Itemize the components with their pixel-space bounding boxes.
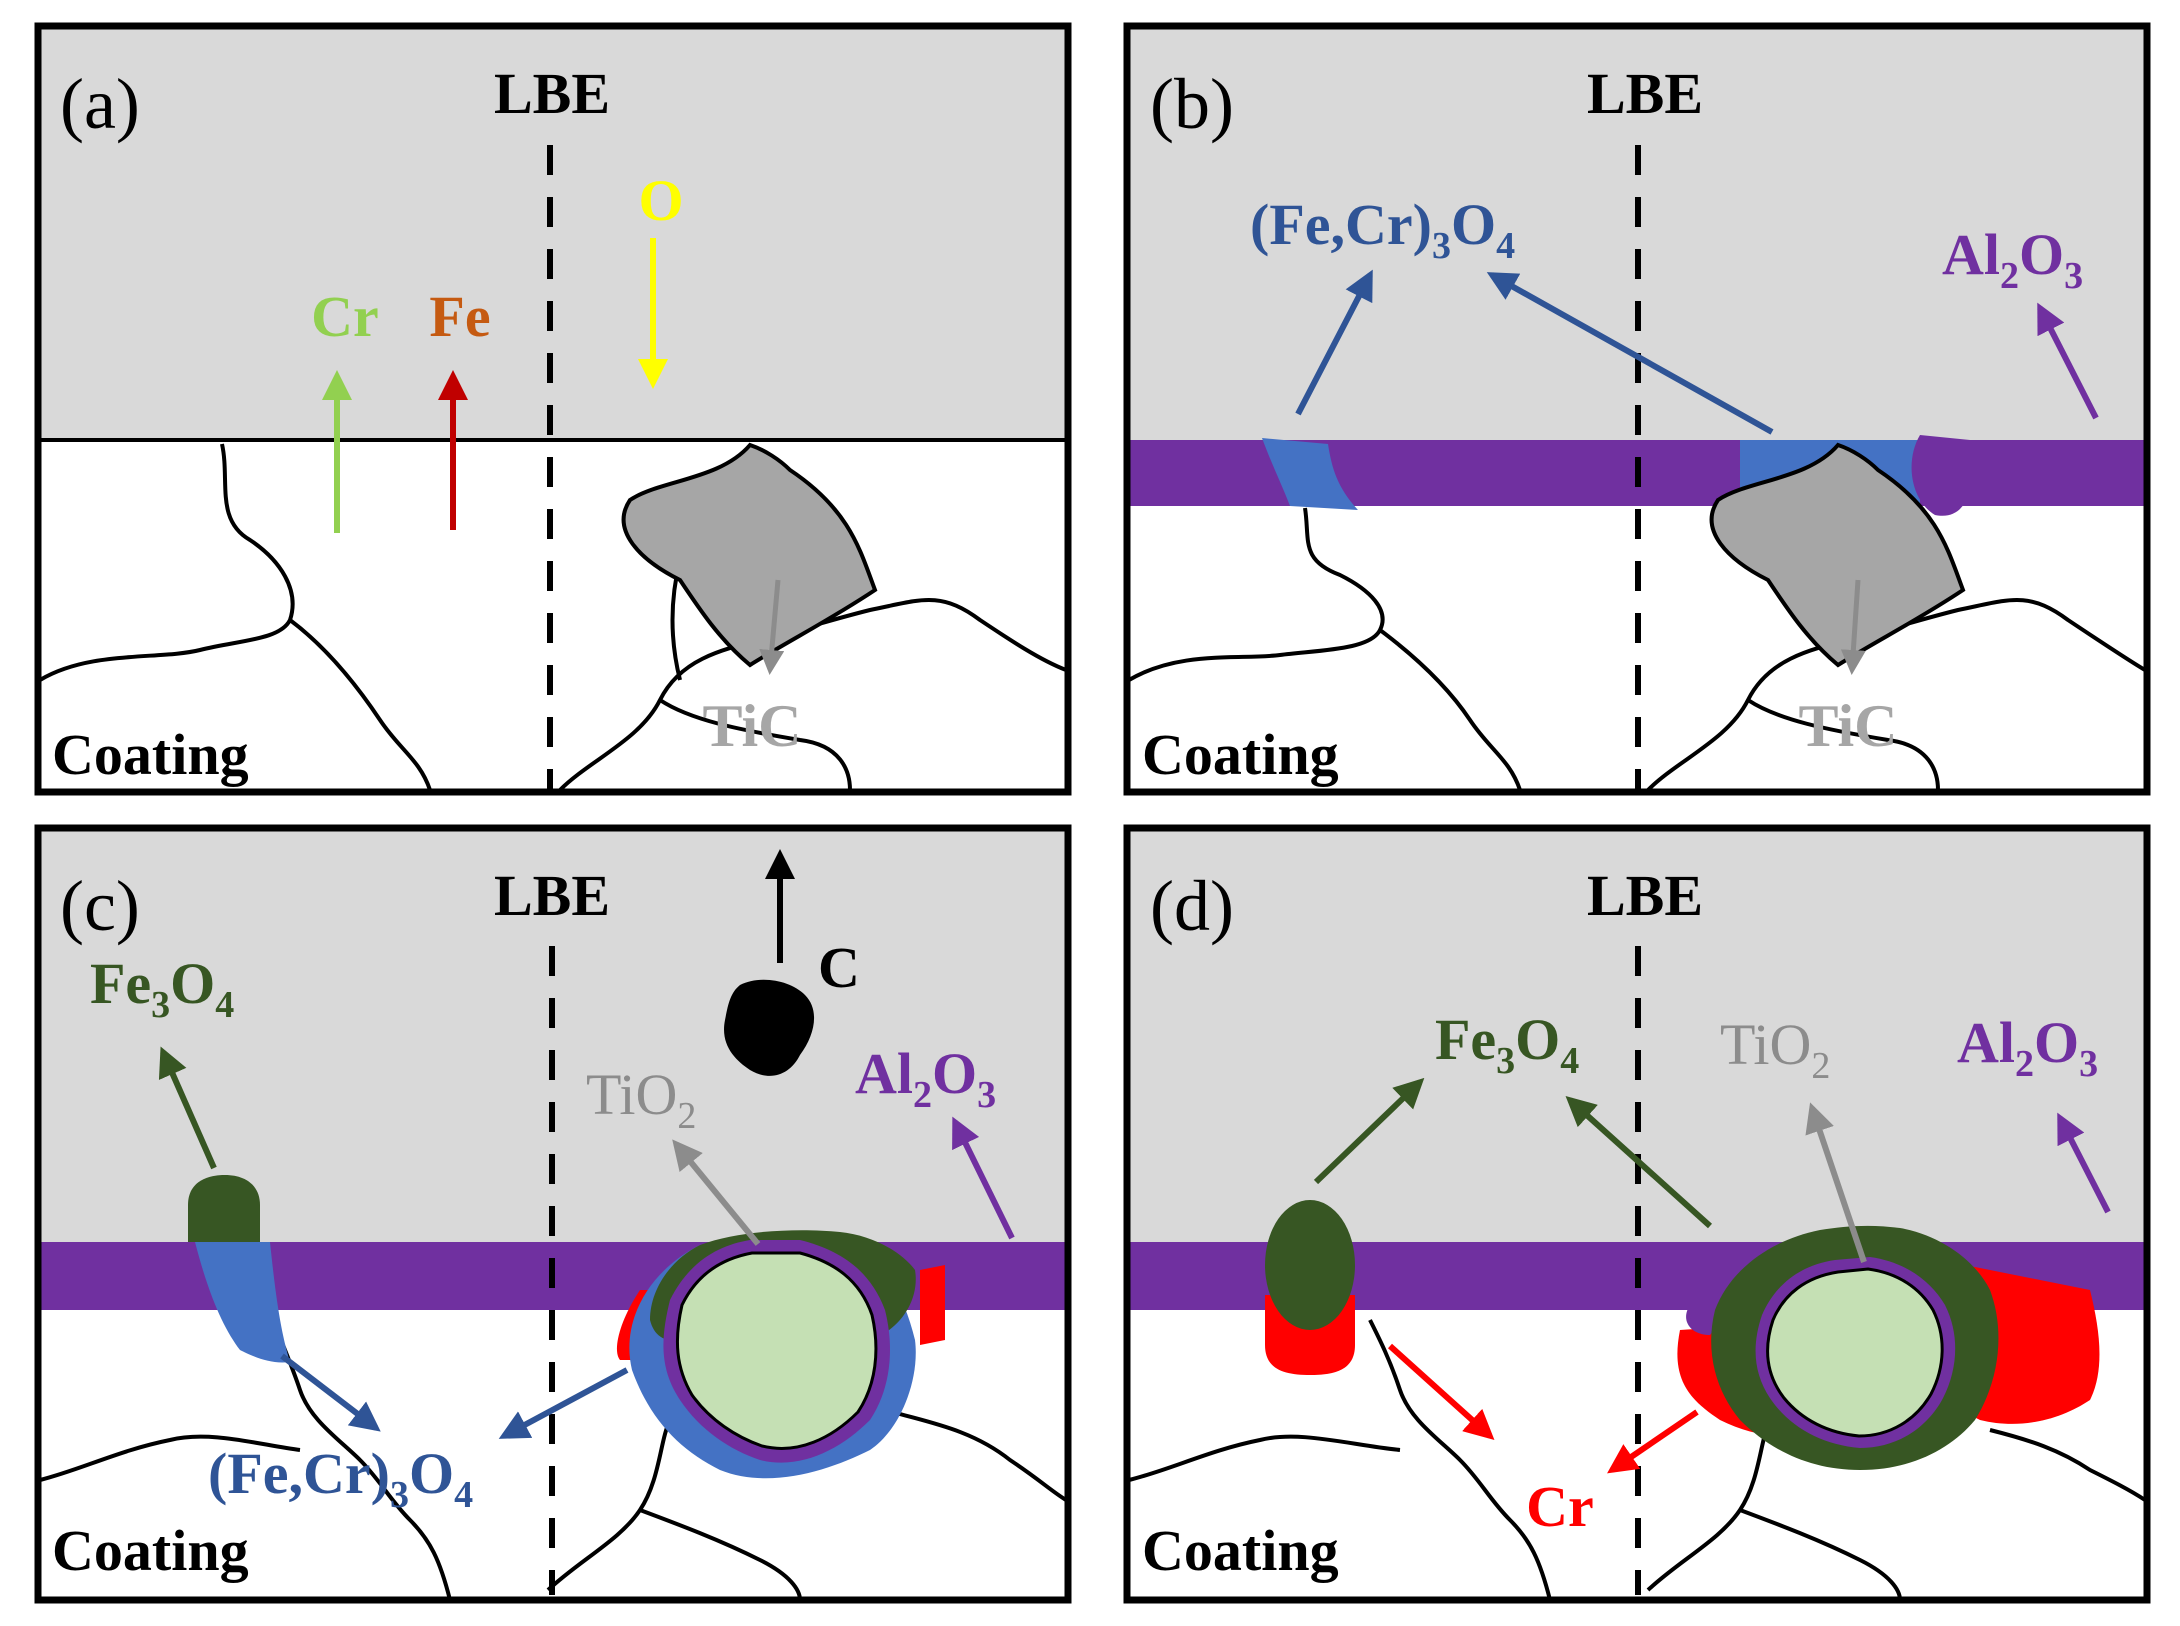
grain-boundary	[639, 1508, 802, 1601]
fecr3o4-patch	[1262, 438, 1358, 510]
cr-pointer-arrow	[1387, 1343, 1495, 1441]
grain-boundary	[288, 618, 432, 791]
fe3o4-nodule	[188, 1175, 260, 1242]
grain-boundary	[1378, 628, 1522, 791]
al2o3-label: Al2O3	[1957, 1010, 2098, 1085]
cr-pointer-arrow	[1607, 1409, 1699, 1474]
al2o3-pointer-arrow	[2037, 302, 2099, 420]
grain-boundary	[546, 1419, 672, 1592]
fe-label: Fe	[429, 284, 490, 349]
grain-boundary	[1128, 1434, 1401, 1482]
fecr3o4-pointer-arrow	[498, 1367, 629, 1439]
panel-d: (d) LBE Coating Fe3O4 TiO2 Al2O3 Cr	[1123, 824, 2151, 1604]
lbe-label: LBE	[1587, 863, 1703, 928]
tic-particle	[621, 442, 878, 668]
panel-tag: (c)	[60, 866, 140, 946]
al2o3-pointer-arrow	[952, 1116, 1015, 1240]
fe3o4-label: Fe3O4	[90, 951, 234, 1026]
fe3o4-pointer-arrow	[1313, 1077, 1425, 1185]
tic-label: TiC	[1799, 693, 1898, 759]
tic-pointer-arrow	[1840, 579, 1866, 675]
fecr3o4-pointer-arrow	[1295, 269, 1373, 416]
fecr3o4-pointer-arrow	[1486, 272, 1774, 435]
panel-c: (c) LBE Coating Fe3O4 C TiO2 Al2O3 (Fe,C…	[34, 824, 1072, 1604]
coating-label: Coating	[52, 722, 249, 787]
al2o3-pointer-arrow	[2057, 1112, 2111, 1214]
fe3o4-label: Fe3O4	[1435, 1007, 1579, 1082]
panel-border	[34, 22, 1072, 796]
fecr3o4-label: (Fe,Cr)3O4	[208, 1441, 473, 1516]
tio2-particle-core	[1766, 1267, 1944, 1438]
lbe-label: LBE	[494, 863, 610, 928]
carbon-particle	[724, 979, 815, 1076]
al2o3-label: Al2O3	[855, 1041, 996, 1116]
tio2-pointer-arrow	[672, 1139, 761, 1246]
panel-b: (b) LBE Coating (Fe,Cr)3O4 Al2O3 TiC	[1123, 22, 2151, 796]
tio2-label: TiO2	[1720, 1012, 1830, 1087]
lbe-label: LBE	[1587, 61, 1703, 126]
cr-label: Cr	[1526, 1474, 1594, 1539]
panel-tag: (d)	[1150, 866, 1234, 946]
fe3o4-pointer-arrow	[158, 1046, 217, 1170]
grain-boundary	[39, 1434, 301, 1482]
tic-label: TiC	[703, 693, 802, 759]
panel-tag: (a)	[60, 64, 140, 144]
tio2-label: TiO2	[586, 1062, 696, 1137]
panel-a: (a) LBE Coating Cr Fe O TiC	[34, 22, 1072, 796]
c-label: C	[818, 935, 860, 1000]
tic-pointer-arrow	[759, 579, 785, 675]
fecr3o4-penetration	[195, 1242, 290, 1363]
grain-boundary	[1739, 1508, 1902, 1601]
coating-label: Coating	[1142, 722, 1339, 787]
al2o3-label: Al2O3	[1942, 222, 2083, 297]
panel-tag: (b)	[1150, 64, 1234, 144]
grain-boundary	[1646, 1419, 1772, 1592]
cr-label: Cr	[311, 284, 379, 349]
cr-depletion-red	[920, 1265, 945, 1345]
panel-border	[34, 824, 1072, 1604]
grain-boundary	[1746, 698, 1940, 791]
grain-boundary	[1127, 507, 1385, 682]
grain-boundary	[658, 698, 852, 791]
fecr3o4-pointer-arrow	[280, 1353, 381, 1432]
fe3o4-pointer-arrow	[1565, 1095, 1713, 1229]
al2o3-bump	[1911, 435, 1970, 516]
grain-boundary	[38, 443, 295, 682]
tic-particle	[1709, 442, 1966, 668]
lbe-label: LBE	[494, 61, 610, 126]
fecr3o4-label: (Fe,Cr)3O4	[1250, 192, 1515, 267]
coating-label: Coating	[52, 1518, 249, 1583]
tio2-particle-core	[675, 1251, 878, 1450]
panel-border	[1123, 824, 2151, 1604]
grain-boundary	[1989, 1428, 2147, 1502]
fe3o4-nodule	[1265, 1200, 1355, 1330]
coating-label: Coating	[1142, 1518, 1339, 1583]
panel-border	[1123, 22, 2151, 796]
o-label: O	[638, 168, 683, 233]
tio2-pointer-arrow	[1805, 1102, 1867, 1263]
grain-boundary	[1368, 1319, 1552, 1601]
